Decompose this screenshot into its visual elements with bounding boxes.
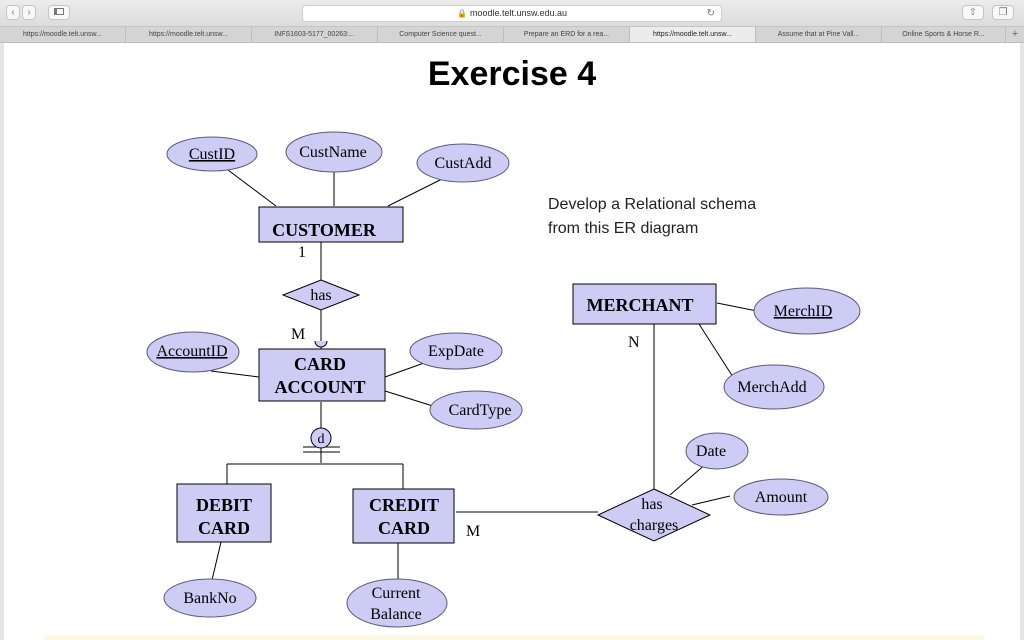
attr-accountid-shape <box>146 331 240 373</box>
relationship-has-charges-label-2: charges <box>630 517 679 534</box>
attr-custadd-label: CustAdd <box>435 155 492 172</box>
attr-currentbalance-label-1: Current <box>372 585 421 602</box>
sidebar-icon <box>54 8 64 15</box>
entity-debit-card-label-2: CARD <box>198 518 250 538</box>
attr-date-shape <box>685 432 749 470</box>
entity-merchant-label: MERCHANT <box>587 295 694 315</box>
instruction-line-2: from this ER diagram <box>548 220 699 237</box>
entity-card-account-label-2: ACCOUNT <box>274 377 365 397</box>
tab-2[interactable]: INFS1603-5177_00263:... <box>252 27 378 42</box>
attr-custid-label: CustID <box>189 146 235 163</box>
entity-debit-card-label-1: DEBIT <box>196 495 252 515</box>
er-diagram: CUSTOMER CARD ACCOUNT DEBIT CARD CREDIT … <box>146 131 861 628</box>
subset-arc <box>314 340 328 348</box>
disjoint-circle: d <box>310 427 332 449</box>
sidebar-toggle-button[interactable] <box>48 5 70 20</box>
attr-merchid-shape <box>753 287 861 335</box>
relationship-has-charges: has charges <box>596 488 712 542</box>
share-icon: ⇧ <box>968 7 978 18</box>
entity-card-account: CARD ACCOUNT <box>258 348 386 402</box>
attr-custadd-shape <box>416 143 510 183</box>
entity-card-account-label-1: CARD <box>294 354 346 374</box>
relationship-has-label: has <box>310 287 331 304</box>
tab-0[interactable]: https://moodle.telt.unsw... <box>0 27 126 42</box>
entity-merchant: MERCHANT <box>572 283 717 325</box>
cardinality-customer: 1 <box>298 244 306 261</box>
tab-5-active[interactable]: https://moodle.telt.unsw... <box>630 27 756 42</box>
entity-customer-label: CUSTOMER <box>272 220 377 240</box>
tab-bar: https://moodle.telt.unsw... https://mood… <box>0 27 1024 43</box>
attr-bankno-label: BankNo <box>183 590 236 607</box>
tabs-icon: ❐ <box>998 7 1008 18</box>
cardinality-merchant: N <box>628 334 640 351</box>
attr-merchadd-shape <box>723 364 825 410</box>
browser-toolbar: ‹ › 🔒moodle.telt.unsw.edu.au ↻ ⇧ ❐ <box>0 0 1024 27</box>
lock-icon: 🔒 <box>456 9 467 18</box>
cardinality-card-account: M <box>291 326 305 343</box>
attr-cardtype-label: CardType <box>449 402 512 419</box>
entity-credit-card: CREDIT CARD <box>352 488 455 544</box>
disjoint-label: d <box>318 432 325 447</box>
attribute-labels: CustID CustName CustAdd AccountID ExpDat… <box>156 144 832 623</box>
tab-3[interactable]: Computer Science quest... <box>378 27 504 42</box>
instruction-line-1: Develop a Relational schema <box>548 196 757 213</box>
tab-7[interactable]: Online Sports & Horse R... <box>882 27 1006 42</box>
relationship-has-charges-label-1: has <box>641 496 662 513</box>
attr-amount-label: Amount <box>755 489 808 506</box>
attr-accountid-label: AccountID <box>156 343 227 360</box>
tabs-overview-button[interactable]: ❐ <box>992 5 1014 20</box>
address-bar[interactable]: 🔒moodle.telt.unsw.edu.au ↻ <box>302 5 722 22</box>
attr-amount-shape <box>733 478 829 516</box>
attr-merchid-label: MerchID <box>774 303 833 320</box>
attr-bankno-shape <box>163 578 257 618</box>
attr-cardtype-shape <box>429 390 523 430</box>
entity-credit-card-label-1: CREDIT <box>369 495 439 515</box>
page-title: Exercise 4 <box>427 55 597 93</box>
cardinality-credit-card: M <box>466 523 480 540</box>
instruction-text: Develop a Relational schema from this ER… <box>548 193 756 241</box>
entity-customer: CUSTOMER <box>258 206 404 243</box>
share-button[interactable]: ⇧ <box>962 5 984 20</box>
tab-1[interactable]: https://moodle.telt.unsw... <box>126 27 252 42</box>
new-tab-button[interactable]: + <box>1011 28 1019 40</box>
attr-custname-shape <box>285 131 383 173</box>
attr-merchadd-label: MerchAdd <box>737 379 806 396</box>
attr-currentbalance-shape <box>346 578 448 628</box>
attr-currentbalance-label-2: Balance <box>370 606 422 623</box>
reload-icon[interactable]: ↻ <box>706 8 715 19</box>
bottom-strip <box>44 635 984 640</box>
entity-credit-card-label-2: CARD <box>378 518 430 538</box>
entity-debit-card: DEBIT CARD <box>176 483 272 543</box>
attr-expdate-label: ExpDate <box>428 343 484 360</box>
url-text: moodle.telt.unsw.edu.au <box>469 8 568 18</box>
cardinality-labels: 1 M N M <box>291 244 640 540</box>
attr-date-label: Date <box>696 443 726 460</box>
attribute-ellipses <box>146 131 861 628</box>
relationship-has: has <box>281 279 361 311</box>
forward-button[interactable]: › <box>22 5 36 20</box>
tab-6[interactable]: Assume that at Pine Vall... <box>756 27 882 42</box>
back-button[interactable]: ‹ <box>6 5 20 20</box>
attr-custid-shape <box>166 136 258 172</box>
tab-4[interactable]: Prepare an ERD for a rea... <box>504 27 630 42</box>
attr-custname-label: CustName <box>299 144 367 161</box>
page-content: Exercise 4 Develop a Relational schema f… <box>4 43 1020 640</box>
attr-expdate-shape <box>409 332 503 370</box>
